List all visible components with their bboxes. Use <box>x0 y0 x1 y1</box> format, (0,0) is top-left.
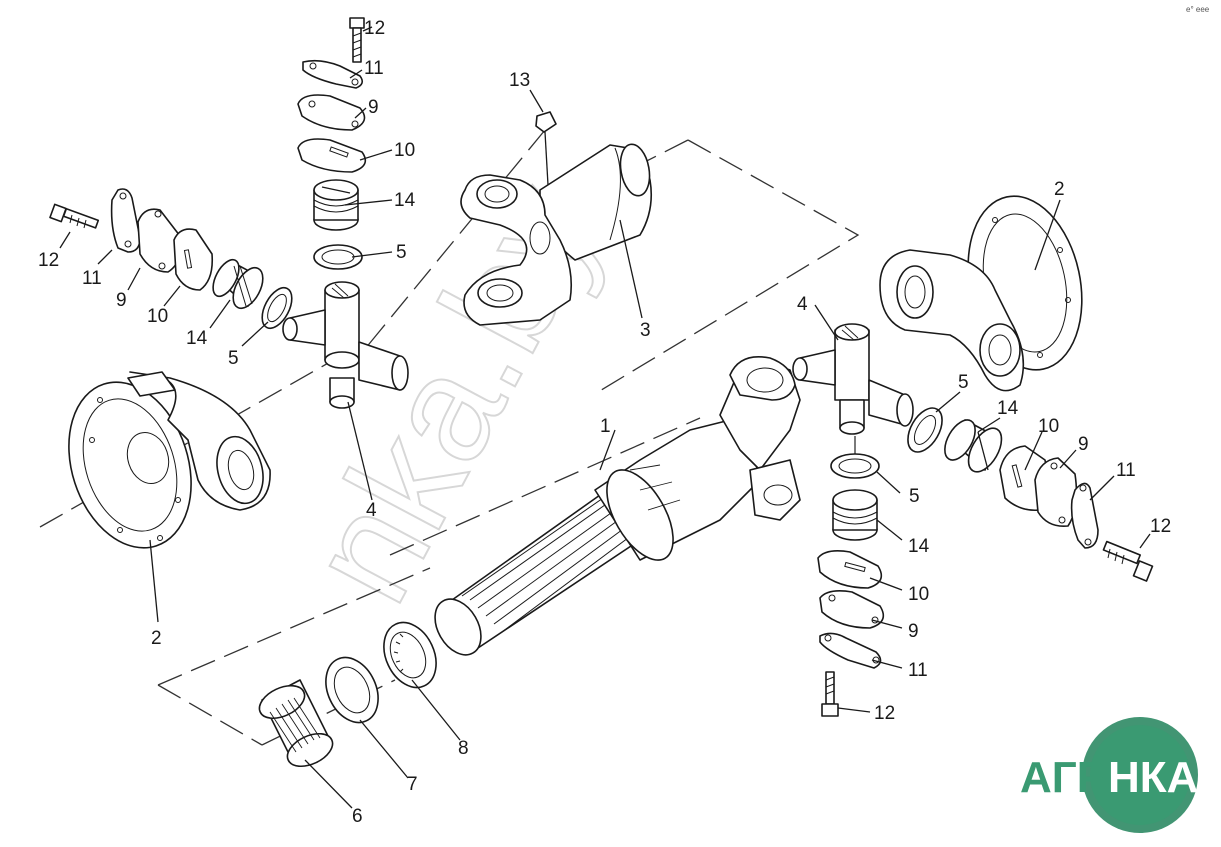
label-12-top: 12 <box>364 18 385 39</box>
label-11-right: 11 <box>1116 460 1136 481</box>
bearing-cup-14-top <box>313 179 359 231</box>
label-7: 7 <box>407 774 418 795</box>
label-11-lower: 11 <box>908 660 928 681</box>
label-9-right: 9 <box>1078 434 1089 455</box>
spider-cross-left <box>282 281 409 409</box>
leader-lines <box>59 26 1151 809</box>
label-10-top: 10 <box>394 140 415 161</box>
label-13: 13 <box>509 70 530 91</box>
label-12-left: 12 <box>38 250 59 271</box>
label-3: 3 <box>640 320 651 341</box>
label-4-left: 4 <box>366 500 377 521</box>
label-5-lower: 5 <box>909 486 920 507</box>
label-9-top: 9 <box>368 97 379 118</box>
gasket-10-lower <box>817 550 883 589</box>
label-14-left: 14 <box>186 328 208 349</box>
label-14-right: 14 <box>997 398 1019 419</box>
axis-line-lower <box>157 417 701 746</box>
label-2-left: 2 <box>151 628 162 649</box>
cover-9-right <box>1034 457 1078 528</box>
flange-yoke-2-left <box>68 371 271 549</box>
label-8: 8 <box>458 738 469 759</box>
gasket-10-left <box>173 228 214 291</box>
logo-text-right: НКА <box>1108 753 1198 802</box>
bearing-cup-14-right <box>944 419 1003 473</box>
spline-ring-8 <box>383 621 437 689</box>
lock-plate-11-lower <box>819 632 882 669</box>
bolt-12-right <box>1102 540 1154 582</box>
label-14-lower: 14 <box>908 536 930 557</box>
seal-5-top <box>313 244 363 270</box>
bearing-cup-14-left <box>212 258 264 310</box>
seal-5-lower <box>830 453 880 479</box>
gasket-10-top <box>297 138 367 173</box>
label-11-top: 11 <box>364 58 384 79</box>
label-9-left: 9 <box>116 290 127 311</box>
label-12-right: 12 <box>1150 516 1171 537</box>
label-4-right: 4 <box>797 294 808 315</box>
spider-cross-right <box>792 323 914 435</box>
label-5-left: 5 <box>228 348 239 369</box>
label-9-lower: 9 <box>908 621 919 642</box>
bolt-12-top <box>349 17 365 63</box>
part-labels: 12 11 9 10 14 5 12 11 9 10 14 5 4 2 13 3… <box>38 18 1171 827</box>
corner-mark: e° eee <box>1186 5 1210 14</box>
logo-text-left: АГРО <box>1020 753 1140 802</box>
label-14-top: 14 <box>394 190 416 211</box>
agronka-logo: АГРО НКА <box>1020 717 1198 833</box>
seal-5-right <box>907 407 943 453</box>
label-12-lower: 12 <box>874 703 895 724</box>
label-6: 6 <box>352 806 363 827</box>
bolt-12-lower <box>821 671 839 717</box>
cover-9-top <box>297 94 366 131</box>
label-10-right: 10 <box>1038 416 1059 437</box>
lock-plate-11-right <box>1070 482 1099 549</box>
seal-5-left <box>261 286 293 330</box>
label-10-lower: 10 <box>908 584 929 605</box>
cover-9-lower <box>819 590 885 629</box>
lock-plate-11-top <box>302 59 364 89</box>
lock-plate-11-left <box>110 188 141 253</box>
label-1: 1 <box>600 416 611 437</box>
bolt-12-left <box>49 203 100 229</box>
grease-fitting-13 <box>535 111 557 186</box>
bearing-cup-14-lower <box>832 489 878 541</box>
label-11-left: 11 <box>82 268 102 289</box>
label-5-right: 5 <box>958 372 969 393</box>
needle-bearing-6 <box>258 679 334 768</box>
label-10-left: 10 <box>147 306 168 327</box>
splined-washer-7 <box>325 656 379 724</box>
label-2-right: 2 <box>1054 179 1065 200</box>
flange-yoke-2-right <box>879 195 1083 392</box>
splined-shaft-1 <box>434 356 801 656</box>
label-5-top: 5 <box>396 242 407 263</box>
slip-yoke-3 <box>460 143 653 326</box>
